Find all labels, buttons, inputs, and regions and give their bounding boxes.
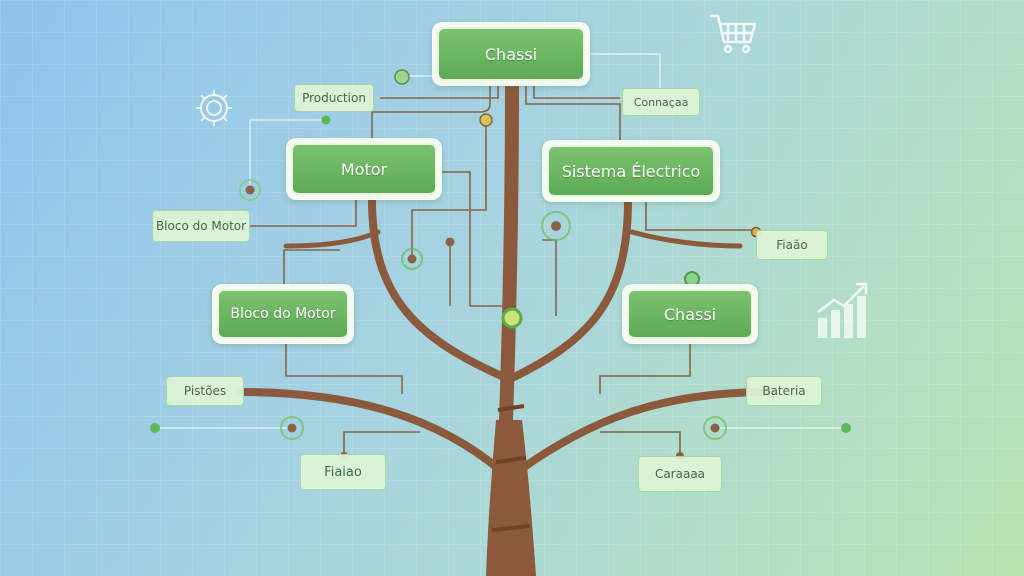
connector-battery <box>599 344 691 394</box>
guide-line-commerce <box>590 53 661 88</box>
node-sistema-electrico[interactable]: Sistema Électrico <box>542 140 720 202</box>
node-label: Bloco do Motor <box>217 289 349 339</box>
trunk-bands <box>491 404 531 532</box>
dot <box>407 254 417 264</box>
shopping-cart-icon <box>710 14 757 54</box>
dot <box>287 423 297 433</box>
node-chassi-root[interactable]: Chassi <box>432 22 590 86</box>
gear-icon <box>196 90 232 126</box>
connector-wiring-left <box>343 431 420 456</box>
branch-left-small <box>283 229 381 249</box>
node-label: Motor <box>291 143 437 195</box>
connector-root-production <box>380 86 499 99</box>
dot-halo <box>541 211 571 241</box>
connector-motor-left <box>411 120 487 258</box>
node-label: Chassi <box>627 289 753 339</box>
branch-pistons <box>236 388 504 474</box>
node-chassi-sub[interactable]: Chassi <box>622 284 758 344</box>
tag-fiaao[interactable]: Fiaão <box>756 230 828 260</box>
connector-electric-center <box>542 239 557 316</box>
trunk-base <box>486 420 536 576</box>
dot <box>501 307 523 329</box>
dot-halo <box>703 416 727 440</box>
branch-battery <box>516 388 774 474</box>
guide-line-production <box>249 119 326 190</box>
tag-bloco-do-motor[interactable]: Bloco do Motor <box>152 210 250 242</box>
trunk-band <box>491 524 531 532</box>
connector-pistons <box>285 344 403 394</box>
connector-motor-center <box>442 171 506 307</box>
connector-wiring-tag <box>645 200 756 231</box>
tag-fiaiao[interactable]: Fiaiao <box>300 454 386 490</box>
tag-production[interactable]: Production <box>294 84 374 112</box>
trunk-band <box>495 456 527 464</box>
dot <box>551 221 561 231</box>
connector-lines <box>250 86 756 456</box>
dot <box>394 69 410 85</box>
trunk-upper <box>499 79 519 427</box>
node-bloco-do-motor[interactable]: Bloco do Motor <box>212 284 354 344</box>
tag-bateria[interactable]: Bateria <box>746 376 822 406</box>
bar-chart-growth-icon <box>817 282 868 338</box>
dot <box>245 185 255 195</box>
dot <box>445 237 455 247</box>
node-label: Chassi <box>437 27 585 81</box>
tree-branches <box>236 79 774 474</box>
dot-halo <box>401 248 423 270</box>
connector-root-motor <box>371 86 491 138</box>
connector-root-commerce <box>533 86 620 99</box>
branch-right-small <box>629 229 743 249</box>
dot <box>321 115 331 125</box>
dot-halo <box>280 416 304 440</box>
tag-caraaaa[interactable]: Caraaaa <box>638 456 722 492</box>
branch-electric <box>508 196 632 382</box>
tag-commerce[interactable]: Connaçaa <box>622 88 700 116</box>
dot <box>710 423 720 433</box>
connector-body <box>600 431 681 456</box>
guide-lines <box>155 53 846 429</box>
dot <box>479 113 493 127</box>
node-motor[interactable]: Motor <box>286 138 442 200</box>
node-label: Sistema Électrico <box>547 145 715 197</box>
dot-halo <box>239 179 261 201</box>
connector-root-electric <box>525 86 621 140</box>
dot <box>150 423 160 433</box>
connector-engine-block <box>283 249 340 290</box>
connector-engine-tag <box>250 200 357 227</box>
trunk-band <box>497 404 525 412</box>
branch-motor <box>368 196 510 382</box>
tag-pistoes[interactable]: Pistões <box>166 376 244 406</box>
dot <box>841 423 851 433</box>
